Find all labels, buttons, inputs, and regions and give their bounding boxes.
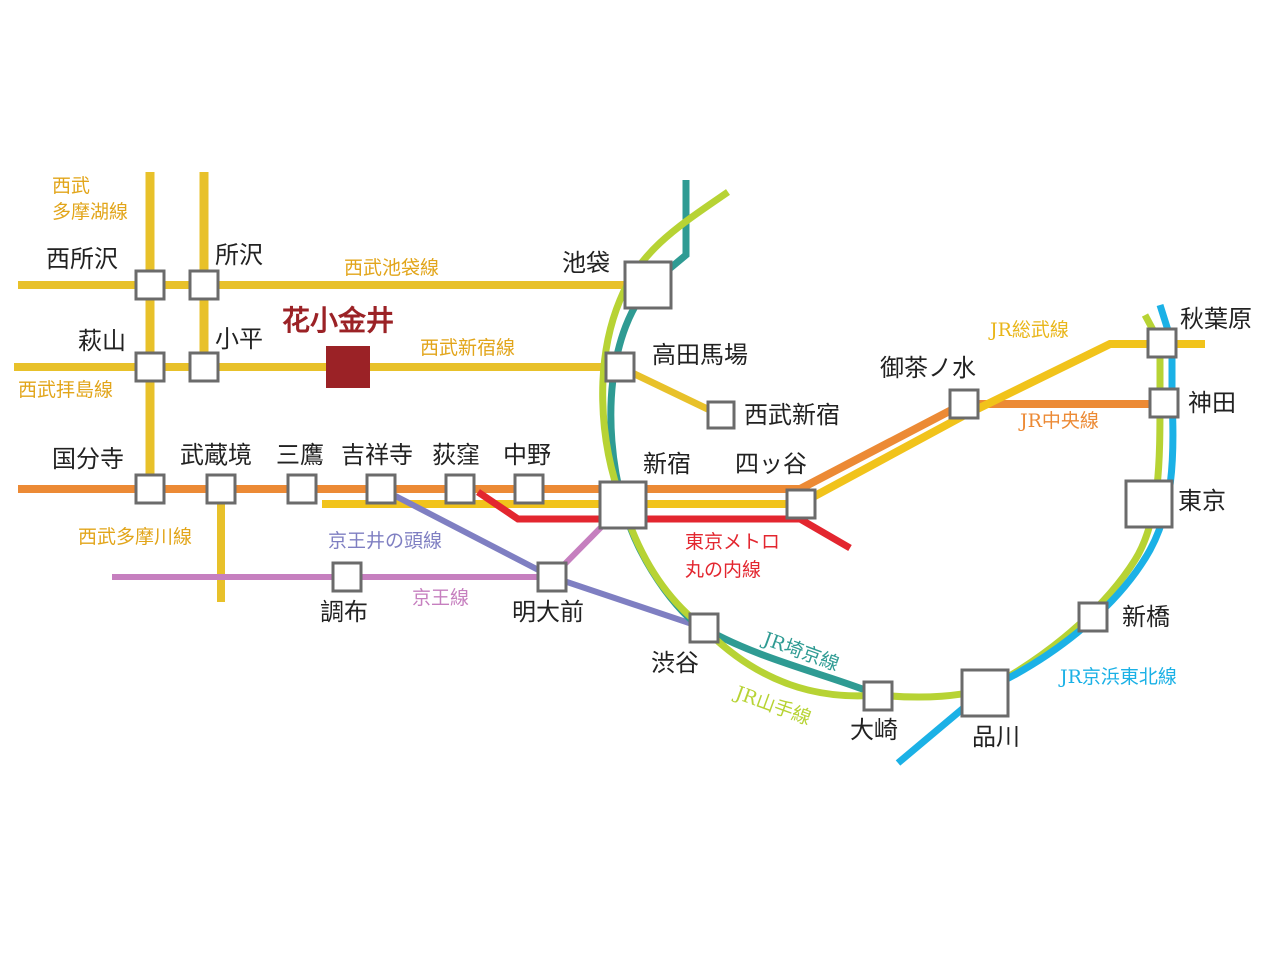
- station-box-kichijoji[interactable]: [365, 473, 397, 505]
- jr-yamanote-line: [599, 189, 1164, 701]
- station-box-ochanomizu[interactable]: [948, 388, 980, 420]
- station-box-ikebukuro[interactable]: [623, 260, 673, 310]
- station-label-shinjuku: 新宿: [643, 450, 691, 478]
- line-label-seibu-tamako-2: 多摩湖線: [52, 201, 128, 223]
- station-label-osaki: 大崎: [850, 716, 898, 744]
- station-box-nishi-tokorozawa[interactable]: [134, 269, 166, 301]
- station-label-tokorozawa: 所沢: [215, 241, 263, 269]
- station-box-kokubunji[interactable]: [134, 473, 166, 505]
- station-label-mitaka: 三鷹: [276, 441, 324, 469]
- station-label-kichijoji: 吉祥寺: [341, 441, 413, 469]
- station-box-kodaira[interactable]: [188, 351, 220, 383]
- jr-chuo-line: [18, 400, 1163, 493]
- jr-saikyo-line: [607, 180, 880, 699]
- line-label-jr-sobu: JR総武線: [988, 319, 1069, 341]
- station-label-meidaimae: 明大前: [512, 598, 584, 626]
- line-label-jr-chuo: JR中央線: [1018, 410, 1099, 432]
- station-label-musashisakai: 武蔵境: [180, 441, 252, 469]
- station-labels: 西所沢 所沢 池袋 萩山 小平 花小金井 高田馬場 西武新宿 国分寺 武蔵境 三…: [46, 241, 1252, 751]
- station-label-kanda: 神田: [1188, 389, 1236, 417]
- station-box-musashisakai[interactable]: [205, 473, 237, 505]
- line-label-marunouchi-1: 東京メトロ: [685, 531, 780, 553]
- station-box-shinbashi[interactable]: [1077, 601, 1109, 633]
- station-label-yotsuya: 四ッ谷: [735, 450, 807, 478]
- station-label-hagiyama: 萩山: [78, 327, 126, 355]
- station-box-yotsuya[interactable]: [785, 488, 817, 520]
- station-box-mitaka[interactable]: [286, 473, 318, 505]
- station-box-tokyo[interactable]: [1124, 479, 1174, 529]
- line-label-seibu-shinjuku: 西武新宿線: [420, 337, 515, 359]
- stations-layer: [134, 260, 1180, 718]
- line-label-seibu-tamagawa: 西武多摩川線: [78, 526, 192, 548]
- lines-layer: [14, 172, 1205, 766]
- station-label-akihabara: 秋葉原: [1180, 305, 1252, 333]
- line-label-seibu-ikebukuro: 西武池袋線: [344, 257, 439, 279]
- line-label-keio-inokashira: 京王井の頭線: [328, 530, 442, 552]
- station-box-shinagawa[interactable]: [960, 668, 1010, 718]
- station-label-shinbashi: 新橋: [1122, 603, 1170, 631]
- line-label-seibu-tamako-1: 西武: [52, 175, 90, 197]
- station-box-hagiyama[interactable]: [134, 351, 166, 383]
- line-label-keio: 京王線: [412, 587, 469, 609]
- station-label-kodaira: 小平: [215, 325, 263, 353]
- line-label-jr-keihin-tohoku: JR京浜東北線: [1058, 666, 1177, 688]
- station-label-shinagawa: 品川: [972, 723, 1020, 751]
- line-label-seibu-tamako: 西武 多摩湖線: [52, 175, 128, 223]
- station-box-ogikubo[interactable]: [444, 473, 476, 505]
- line-label-seibu-haijima: 西武拝島線: [18, 379, 113, 401]
- station-label-shibuya: 渋谷: [651, 649, 699, 677]
- station-box-meidaimae[interactable]: [536, 561, 568, 593]
- station-label-ogikubo: 荻窪: [432, 441, 480, 469]
- line-labels: 西武 多摩湖線 西武池袋線 西武新宿線 西武拝島線 西武多摩川線 京王井の頭線 …: [18, 175, 1177, 730]
- station-box-shinjuku[interactable]: [598, 480, 648, 530]
- station-box-akihabara[interactable]: [1146, 327, 1178, 359]
- station-box-tokorozawa[interactable]: [188, 269, 220, 301]
- station-box-chofu[interactable]: [331, 561, 363, 593]
- station-label-ochanomizu: 御茶ノ水: [880, 354, 976, 382]
- station-label-ikebukuro: 池袋: [562, 249, 610, 277]
- station-label-takadanobaba: 高田馬場: [652, 341, 748, 369]
- station-label-nakano: 中野: [503, 441, 551, 469]
- station-box-kanda[interactable]: [1148, 387, 1180, 419]
- station-box-seibu-shinjuku[interactable]: [706, 400, 736, 430]
- station-box-osaki[interactable]: [862, 680, 894, 712]
- home-station-marker[interactable]: [326, 346, 370, 388]
- seibu-shinjuku-branch: [618, 363, 722, 419]
- jr-keihin-tohoku-line: [895, 303, 1177, 766]
- line-label-marunouchi: 東京メトロ 丸の内線: [685, 531, 786, 581]
- line-label-marunouchi-2: 丸の内線: [685, 559, 761, 581]
- station-label-tokyo: 東京: [1178, 487, 1226, 515]
- station-label-seibu-shinjuku: 西武新宿: [744, 401, 840, 429]
- home-station-label: 花小金井: [282, 304, 394, 337]
- marunouchi-line: [476, 489, 852, 552]
- station-label-kokubunji: 国分寺: [52, 445, 124, 473]
- station-box-takadanobaba[interactable]: [604, 351, 636, 383]
- station-box-shibuya[interactable]: [688, 612, 720, 644]
- station-label-chofu: 調布: [320, 598, 368, 626]
- station-label-nishi-tokorozawa: 西所沢: [46, 245, 118, 273]
- station-box-nakano[interactable]: [513, 473, 545, 505]
